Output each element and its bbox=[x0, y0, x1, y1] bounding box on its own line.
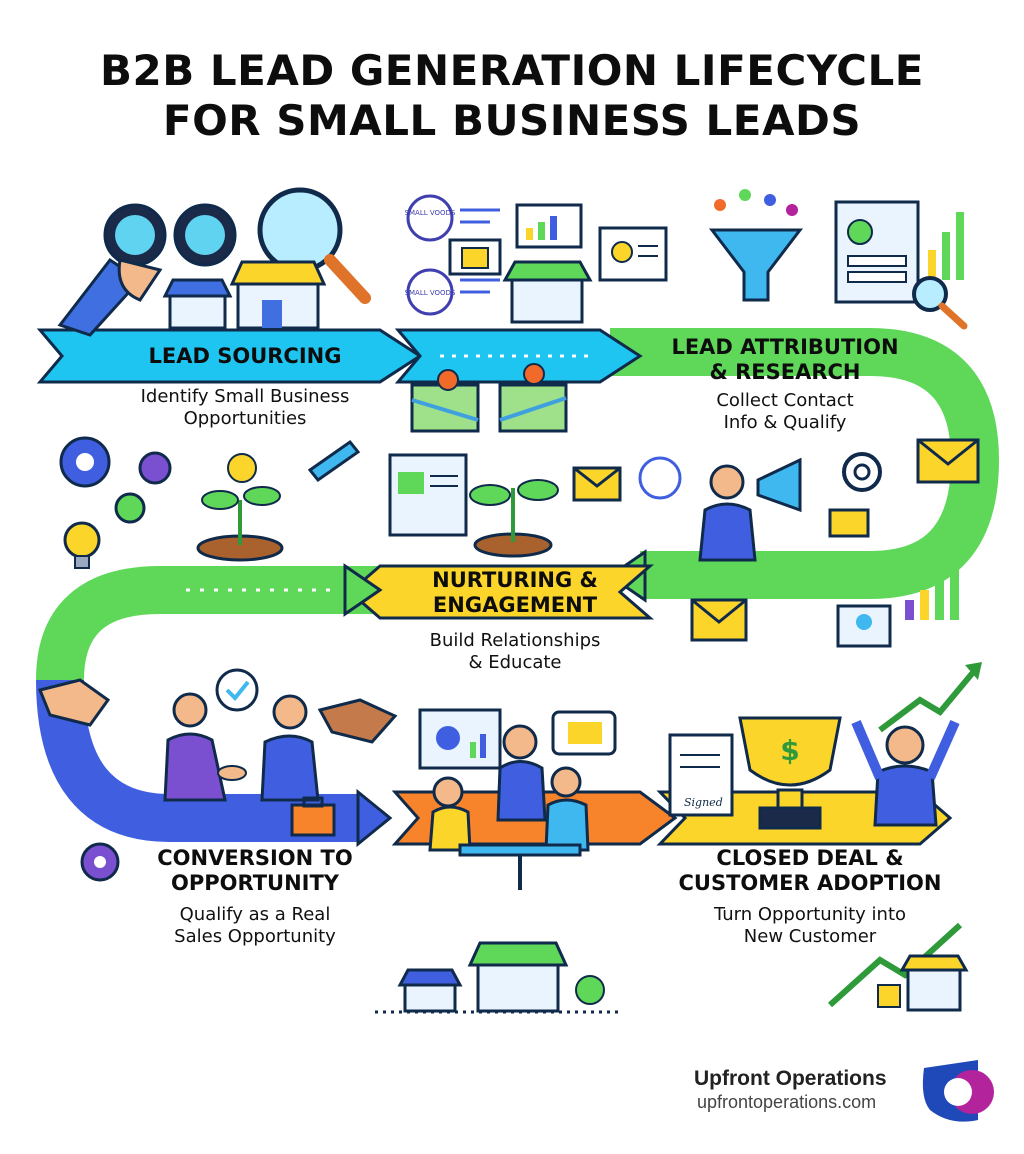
svg-text:SMALL VOODS: SMALL VOODS bbox=[405, 289, 456, 297]
at-sign-icon bbox=[842, 452, 882, 492]
brand-url[interactable]: upfrontoperations.com bbox=[697, 1092, 877, 1112]
cyan-arrow-2 bbox=[394, 328, 643, 384]
nurturing-subtitle-line-1: Build Relationships bbox=[429, 630, 601, 651]
chat-bubble-icon bbox=[638, 456, 682, 500]
conversion-subtitle: Qualify as a Real Sales Opportunity bbox=[120, 904, 390, 948]
celebrating-person-icon bbox=[851, 719, 960, 827]
blue-arrowhead bbox=[356, 788, 393, 848]
gear-icon-bottom bbox=[80, 842, 120, 882]
attribution-subtitle-line-2: Info & Qualify bbox=[723, 412, 847, 433]
store-badge-2: SMALL VOODS bbox=[405, 268, 456, 316]
conversion-title-line-2: OPPORTUNITY bbox=[170, 871, 339, 895]
nurturing-title-line-2: ENGAGEMENT bbox=[432, 593, 598, 617]
map-icon-1 bbox=[410, 369, 480, 433]
gear-icon-large bbox=[59, 436, 111, 488]
envelope-icon-small bbox=[828, 508, 870, 538]
profile-window-icon bbox=[834, 200, 920, 304]
megaphone-person-icon bbox=[698, 457, 802, 562]
magnifier-small-icon bbox=[912, 276, 968, 330]
conversion-subtitle-line-2: Sales Opportunity bbox=[174, 926, 336, 947]
bottom-stores-icon bbox=[375, 941, 620, 1014]
attribution-subtitle: Collect Contact Info & Qualify bbox=[660, 390, 910, 434]
lead-sourcing-subtitle-line-2: Opportunities bbox=[183, 408, 307, 429]
closed-deal-subtitle: Turn Opportunity into New Customer bbox=[660, 904, 960, 948]
nurturing-title: NURTURING & ENGAGEMENT bbox=[380, 568, 650, 618]
trophy-icon: $ bbox=[738, 716, 842, 830]
check-bubble-icon bbox=[215, 668, 259, 712]
store-icon-2 bbox=[229, 260, 327, 330]
store-badge-1: SMALL VOODS bbox=[405, 194, 456, 242]
green-left-arrowhead bbox=[343, 563, 383, 617]
attribution-title: LEAD ATTRIBUTION & RESEARCH bbox=[640, 335, 930, 385]
handshake-icon-right bbox=[317, 698, 398, 744]
conversion-title: CONVERSION TO OPPORTUNITY bbox=[120, 846, 390, 896]
briefcase-icon bbox=[290, 796, 336, 837]
closed-deal-title: CLOSED DEAL & CUSTOMER ADOPTION bbox=[640, 846, 980, 896]
brand-name[interactable]: Upfront Operations bbox=[694, 1067, 887, 1090]
signed-document-icon: Signed bbox=[668, 733, 734, 817]
closed-deal-subtitle-line-2: New Customer bbox=[743, 926, 877, 947]
handshake-icon-left bbox=[37, 678, 111, 727]
envelope-icon-bottom bbox=[690, 598, 748, 642]
title-line-2: FOR SMALL BUSINESS LEADS bbox=[162, 96, 862, 145]
lightbulb-icon bbox=[63, 521, 101, 569]
magnifier-icon bbox=[257, 187, 371, 304]
gear-icon-small bbox=[114, 451, 172, 524]
binoculars-icon bbox=[57, 203, 237, 337]
contact-card-icon bbox=[598, 226, 668, 282]
businessmen-handshake-icon bbox=[163, 692, 320, 802]
bar-chart-icon-mid bbox=[905, 560, 959, 620]
plant-icon-left bbox=[196, 453, 284, 562]
web-page-icon bbox=[388, 453, 468, 537]
funnel-icon bbox=[708, 189, 804, 302]
nurturing-title-line-1: NURTURING & bbox=[432, 568, 598, 592]
list-lines-icon bbox=[460, 208, 500, 294]
closed-deal-subtitle-line-1: Turn Opportunity into bbox=[713, 904, 907, 925]
envelope-icon-center bbox=[572, 466, 622, 502]
shop-window-icon bbox=[448, 238, 502, 276]
lead-sourcing-title: LEAD SOURCING bbox=[148, 344, 342, 368]
bar-chart-icon-top bbox=[928, 212, 964, 280]
presentation-board-icon bbox=[418, 708, 502, 770]
conversion-subtitle-line-1: Qualify as a Real bbox=[179, 904, 331, 925]
growth-arrow-icon bbox=[878, 662, 982, 733]
nurturing-subtitle-line-2: & Educate bbox=[468, 652, 562, 673]
growth-chart-bottom-icon bbox=[827, 922, 969, 1012]
upfront-logo-icon bbox=[922, 1060, 994, 1122]
closed-deal-title-line-2: CUSTOMER ADOPTION bbox=[678, 871, 942, 895]
plant-icon-center bbox=[469, 479, 559, 558]
attribution-title-line-2: & RESEARCH bbox=[709, 360, 861, 384]
conversion-title-line-1: CONVERSION TO bbox=[157, 846, 353, 870]
attribution-subtitle-line-1: Collect Contact bbox=[716, 390, 854, 411]
speech-bubble-icon bbox=[551, 710, 617, 756]
nurturing-subtitle: Build Relationships & Educate bbox=[380, 630, 650, 674]
lead-sourcing-subtitle: Identify Small Business Opportunities bbox=[100, 386, 390, 430]
watering-can-icon bbox=[307, 439, 361, 483]
envelope-icon-right bbox=[916, 438, 980, 484]
cyan-arrow-1 bbox=[36, 328, 423, 384]
attribution-title-line-1: LEAD ATTRIBUTION bbox=[671, 335, 899, 359]
store-icon-1 bbox=[162, 278, 233, 330]
title-line-1: B2B LEAD GENERATION LIFECYCLE bbox=[100, 46, 924, 95]
map-icon-2 bbox=[498, 363, 568, 433]
chart-card-icon bbox=[515, 203, 583, 249]
meeting-people-icon bbox=[428, 724, 590, 890]
closed-deal-title-line-1: CLOSED DEAL & bbox=[716, 846, 904, 870]
svg-text:$: $ bbox=[780, 734, 799, 767]
user-card-icon bbox=[836, 604, 892, 648]
svg-text:SMALL VOODS: SMALL VOODS bbox=[405, 209, 456, 217]
page-title: B2B LEAD GENERATION LIFECYCLE FOR SMALL … bbox=[0, 46, 1024, 146]
lead-sourcing-subtitle-line-1: Identify Small Business bbox=[140, 386, 350, 407]
green-curve-left bbox=[36, 566, 380, 681]
svg-text:Signed: Signed bbox=[684, 796, 723, 809]
central-store-icon bbox=[502, 260, 593, 324]
